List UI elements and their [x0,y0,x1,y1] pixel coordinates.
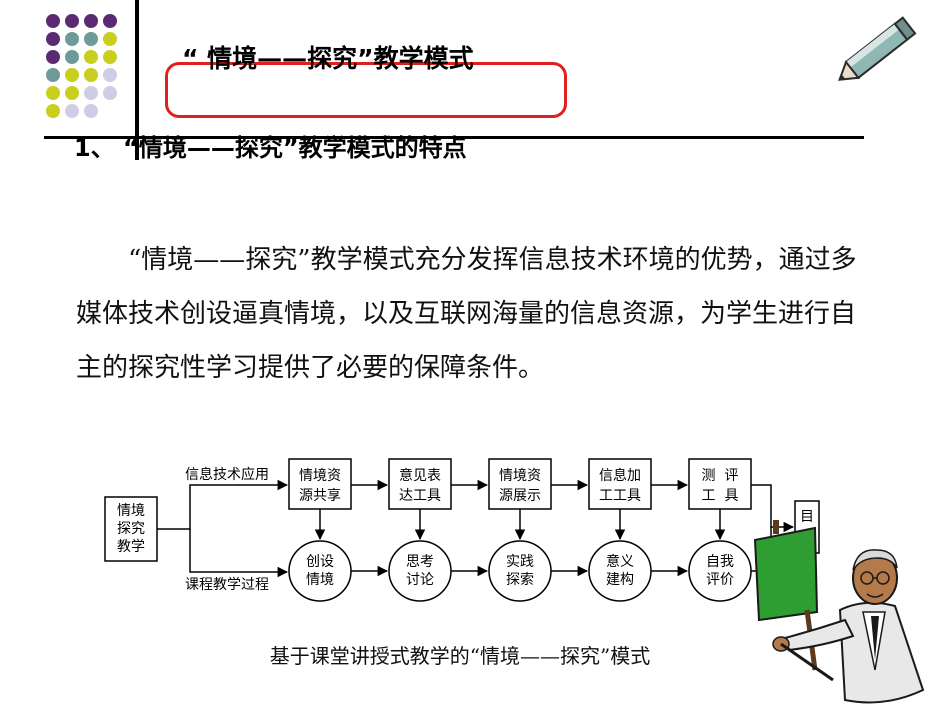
decor-dot [46,32,60,46]
section-heading: 1、 “情境——探究”教学模式的特点 [74,134,467,162]
left-box-line-1: 情境 [117,503,145,519]
svg-text:评价: 评价 [706,572,734,588]
decor-dot [46,50,60,64]
svg-text:思考: 思考 [406,554,434,570]
vertical-rule [135,0,139,160]
left-box-line-3: 教学 [117,539,145,555]
svg-text:创设: 创设 [306,554,334,570]
svg-text:工工具: 工工具 [599,488,641,504]
svg-text:讨论: 讨论 [406,572,434,588]
svg-text:源共享: 源共享 [299,487,341,504]
svg-text:达工具: 达工具 [399,488,441,504]
decor-dot [84,104,98,118]
svg-text:情境: 情境 [306,572,334,588]
decor-dot [103,14,117,28]
decor-dot [46,104,60,118]
decor-dot [84,50,98,64]
svg-text:情境资: 情境资 [499,468,541,484]
top-box-3: 情境资 源展示 [488,458,552,510]
top-box-1: 情境资 源共享 [288,458,352,510]
teacher-pointing-icon [753,520,925,704]
process-circle-2: 思考 讨论 [388,540,452,602]
svg-text:工 具: 工 具 [702,488,739,504]
process-circle-4: 意义 建构 [588,540,652,602]
decor-dot [84,68,98,82]
decor-dot [84,32,98,46]
flow-diagram: 情境 探究 教学 信息技术应用 课程教学过程 情境资 源共享 意见表 达工具 情… [104,458,820,602]
svg-text:源展示: 源展示 [499,488,541,504]
svg-text:测 评: 测 评 [702,468,739,484]
pencil-icon [838,16,917,81]
top-box-2: 意见表 达工具 [388,458,452,510]
decor-dot [65,50,79,64]
svg-text:自我: 自我 [706,554,734,570]
process-circle-1: 创设 情境 [288,540,352,602]
left-box-line-2: 探究 [117,521,145,537]
svg-text:目: 目 [800,509,814,525]
decor-dot [84,14,98,28]
body-paragraph: “情境——探究”教学模式充分发挥信息技术环境的优势，通过多媒体技术创设逼真情境，… [76,233,876,395]
decor-dot [84,86,98,100]
process-circle-3: 实践 探索 [488,540,552,602]
diagram-caption: 基于课堂讲授式教学的“情境——探究”模式 [269,644,651,668]
top-branch-label: 信息技术应用 [185,466,269,483]
top-branch-line [157,479,289,530]
svg-text:实践: 实践 [506,554,534,570]
process-circle-5: 自我 评价 [688,540,752,602]
decorative-dots [0,0,130,120]
decor-dot [46,14,60,28]
decor-dot [65,32,79,46]
decor-dot [103,68,117,82]
page-title: “ 情境——探究”教学模式 [182,44,474,73]
svg-text:情境资: 情境资 [299,468,341,484]
decor-dot [103,50,117,64]
bottom-branch-label: 课程教学过程 [185,577,269,593]
decor-dot [65,14,79,28]
svg-text:信息加: 信息加 [599,467,641,484]
decor-dot [103,32,117,46]
title-frame [165,62,567,118]
horizontal-rule [44,136,864,139]
top-box-5: 测 评 工 具 [688,458,752,510]
diagram-left-box [104,496,158,562]
svg-text:意见表: 意见表 [399,467,441,484]
top-box-4: 信息加 工工具 [588,458,652,510]
decor-dot [65,68,79,82]
svg-text:意义: 意义 [606,553,634,570]
decor-dot [103,86,117,100]
decor-dot [65,104,79,118]
bottom-branch-line [189,529,289,578]
svg-text:探索: 探索 [506,571,534,588]
body-text: “情境——探究”教学模式充分发挥信息技术环境的优势，通过多媒体技术创设逼真情境，… [76,245,857,383]
decor-dot [65,86,79,100]
svg-text:建构: 建构 [606,572,634,588]
decor-dot [46,68,60,82]
decor-dot [46,86,60,100]
